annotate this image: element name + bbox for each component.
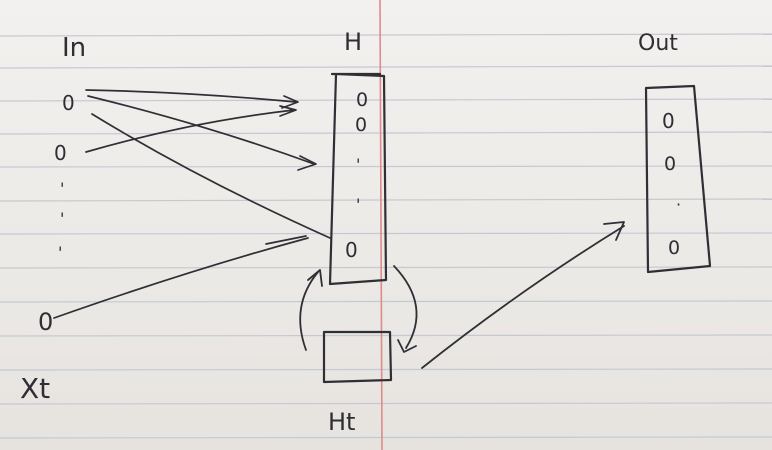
input-title: In xyxy=(62,33,86,63)
connection-arrow xyxy=(297,155,317,171)
hidden-title: H xyxy=(344,28,362,56)
connection-arrow xyxy=(87,95,315,165)
connection-arrow xyxy=(85,109,295,153)
hidden-node-1: 0 xyxy=(356,89,368,111)
hidden-ellipsis-2: ' xyxy=(356,195,360,214)
connection-arrow xyxy=(281,95,299,109)
output-node-1: 0 xyxy=(662,109,675,133)
connection-arrow xyxy=(53,237,309,319)
loop-arrow-right-head xyxy=(397,339,417,353)
hidden-node-2: 0 xyxy=(355,114,367,136)
input-hidden-connections xyxy=(53,89,331,319)
output-title: Out xyxy=(638,31,678,56)
input-node-2: 0 xyxy=(54,141,67,165)
connection-arrow xyxy=(265,235,307,245)
loop-arrow-left-head xyxy=(307,269,323,287)
hidden-ellipsis-1: ' xyxy=(356,155,360,174)
connection-arrow xyxy=(85,89,297,103)
output-ellipsis: · xyxy=(676,195,681,214)
input-ellipsis-2: ' xyxy=(60,209,64,228)
connection-arrow xyxy=(91,113,331,239)
loop-arrow-right xyxy=(393,265,418,349)
hidden-layer-nodes: 0 0 ' ' 0 xyxy=(345,89,368,262)
input-node-1: 0 xyxy=(62,91,75,115)
hidden-layer-box xyxy=(328,72,388,286)
connection-arrow xyxy=(279,105,297,117)
output-layer-nodes: 0 0 · 0 xyxy=(662,109,681,259)
loop-arrow-left xyxy=(299,271,319,351)
output-layer-box xyxy=(644,84,712,274)
connection-arrow xyxy=(421,225,625,369)
input-node-3: 0 xyxy=(38,308,53,336)
input-ellipsis-1: ' xyxy=(60,179,64,198)
connection-arrow xyxy=(603,221,625,241)
hidden-node-3: 0 xyxy=(345,238,358,262)
input-var-label: Xt xyxy=(20,372,50,405)
recurrent-loop xyxy=(299,265,418,353)
input-layer: 0 0 ' ' ' 0 Xt xyxy=(20,91,75,405)
output-node-2: 0 xyxy=(664,153,676,175)
output-node-3: 0 xyxy=(668,237,680,259)
state-box xyxy=(322,330,393,384)
state-var-label: Ht xyxy=(328,408,355,436)
input-ellipsis-3: ' xyxy=(58,243,62,262)
state-output-connection xyxy=(421,221,625,369)
